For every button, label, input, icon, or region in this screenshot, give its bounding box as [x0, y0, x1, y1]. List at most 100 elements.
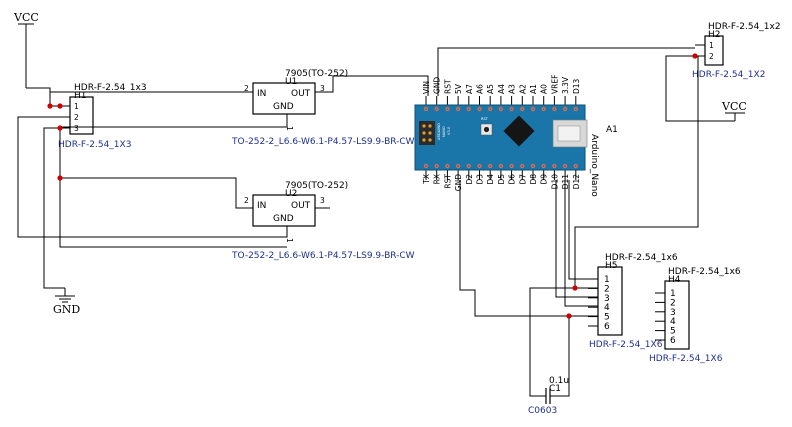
a1-bottom-pin-label: D10: [550, 174, 559, 190]
h5-pin-label: 3: [604, 294, 610, 304]
vcc-left-symbol: VCC: [13, 11, 39, 88]
h4-ref: H4: [668, 275, 681, 285]
a1-pads: [423, 106, 578, 169]
a1-bottom-pin-label: D12: [572, 174, 581, 190]
u2-ref: U2: [285, 189, 297, 199]
a1-board-rst: RST: [481, 117, 489, 121]
a1-board-sub: NANO: [442, 126, 446, 137]
u1-gnd: GND: [273, 102, 294, 112]
junction-dot: [47, 103, 53, 109]
a1-board-brand: ARDUINO: [437, 123, 441, 140]
u2-body[interactable]: [252, 194, 316, 227]
h5-pin-label: 1: [604, 275, 610, 285]
junction-dot: [57, 175, 63, 181]
vcc-right-symbol: VCC: [721, 100, 747, 121]
a1-ref: A1: [606, 125, 618, 135]
a1-icsp-header: [419, 121, 435, 145]
h1-footprint: HDR-F-2.54_1X3: [58, 140, 131, 150]
gnd-label: GND: [53, 303, 80, 316]
h1-value: HDR-F-2.54_1x3: [74, 83, 147, 93]
u2-gnd: GND: [273, 214, 294, 224]
h4-pin-label: 2: [670, 298, 676, 308]
a1-bottom-pin-label: D11: [561, 174, 570, 190]
u1-out: OUT: [291, 89, 311, 99]
junction-dot: [57, 125, 63, 131]
h2-pin-1: 1: [709, 41, 714, 50]
u1-in: IN: [257, 89, 266, 99]
h5-value: HDR-F-2.54_1x6: [605, 253, 678, 263]
h1-pin-3: 3: [74, 124, 79, 133]
h4-pin-label: 4: [670, 317, 676, 327]
u2-pin-out: 3: [320, 196, 325, 205]
u2-value: 7905(TO-252): [285, 181, 348, 191]
h2-body[interactable]: [704, 35, 724, 66]
a1-name: Arduino_Nano: [589, 134, 599, 197]
h2-value: HDR-F-2.54_1x2: [708, 22, 781, 32]
u2-out: OUT: [291, 201, 311, 211]
a1-top-pin-label: 3.3V: [561, 76, 570, 94]
vcc-right-label: VCC: [721, 100, 747, 113]
a1-top-pin-label: RST: [443, 79, 452, 94]
h4-footprint: HDR-F-2.54_1X6: [649, 354, 723, 364]
u2-footprint: TO-252-2_L6.6-W6.1-P4.57-LS9.9-BR-CW: [231, 251, 415, 261]
junction-dot: [57, 103, 63, 109]
h5-pin-label: 5: [604, 313, 610, 323]
a1-top-pin-label: D13: [572, 78, 581, 94]
u1-pin-out: 3: [320, 84, 325, 93]
wires: [17, 47, 735, 397]
regulator-u2[interactable]: 7905(TO-252) U2 IN OUT GND 2 3 1 TO-252-…: [231, 181, 415, 261]
a1-top-pin-label: A5: [486, 84, 495, 94]
a1-top-pin-label: A4: [497, 84, 506, 94]
a1-top-pin-label: A0: [540, 84, 549, 94]
a1-top-pin-label: A2: [518, 84, 527, 94]
a1-top-pin-label: A7: [465, 84, 474, 94]
h4-body[interactable]: [664, 280, 690, 350]
h4-pin-label: 5: [670, 327, 676, 337]
a1-top-pin-label: A6: [476, 84, 485, 94]
h5-pin-label: 6: [604, 322, 610, 332]
junction-dot: [692, 53, 698, 59]
h2-ref: H2: [708, 30, 721, 40]
a1-board-version: V3.0: [447, 126, 451, 135]
h1-ref: H1: [74, 91, 87, 101]
u1-footprint: TO-252-2_L6.6-W6.1-P4.57-LS9.9-BR-CW: [231, 137, 415, 147]
h5-footprint: HDR-F-2.54_1X6: [589, 340, 663, 350]
header-h2[interactable]: HDR-F-2.54_1x2 H2 1 2 HDR-F-2.54_1X2: [692, 22, 781, 80]
a1-top-pin-label: GND: [433, 77, 442, 94]
u2-pin-gnd: 1: [285, 238, 294, 243]
h4-pin-label: 6: [670, 336, 676, 346]
h1-pin-2: 2: [74, 113, 79, 122]
h5-pin-label: 4: [604, 303, 610, 313]
a1-bottom-pin-label: RST: [443, 174, 452, 189]
a1-top-pin-label: VREF: [550, 75, 559, 94]
gnd-symbol: GND: [53, 288, 80, 316]
u2-pin-in: 2: [244, 196, 249, 205]
u1-value: 7905(TO-252): [285, 69, 348, 79]
u2-in: IN: [257, 201, 266, 211]
a1-pin-lines: [425, 96, 577, 180]
h1-pin-1: 1: [74, 102, 79, 111]
a1-top-pin-label: A1: [529, 84, 538, 94]
regulator-u1[interactable]: 7905(TO-252) U1 IN OUT GND 2 3 1 TO-252-…: [231, 69, 415, 147]
h2-footprint: HDR-F-2.54_1X2: [692, 70, 765, 80]
c1-footprint: C0603: [528, 406, 557, 416]
h4-pin-label: 3: [670, 308, 676, 318]
junction-dot: [566, 313, 572, 319]
u1-body[interactable]: [252, 82, 316, 115]
a1-top-pin-label: 5V: [454, 83, 463, 94]
h4-pin-label: 1: [670, 289, 676, 299]
junction-dot: [572, 285, 578, 291]
h5-body[interactable]: [597, 266, 623, 336]
header-h1[interactable]: HDR-F-2.54_1x3 H1 1 2 3 HDR-F-2.54_1X3: [58, 83, 147, 150]
a1-top-pin-label: A3: [508, 84, 517, 94]
c1-ref: C1: [549, 384, 561, 394]
h1-body[interactable]: [69, 96, 94, 135]
junctions: [47, 53, 698, 319]
